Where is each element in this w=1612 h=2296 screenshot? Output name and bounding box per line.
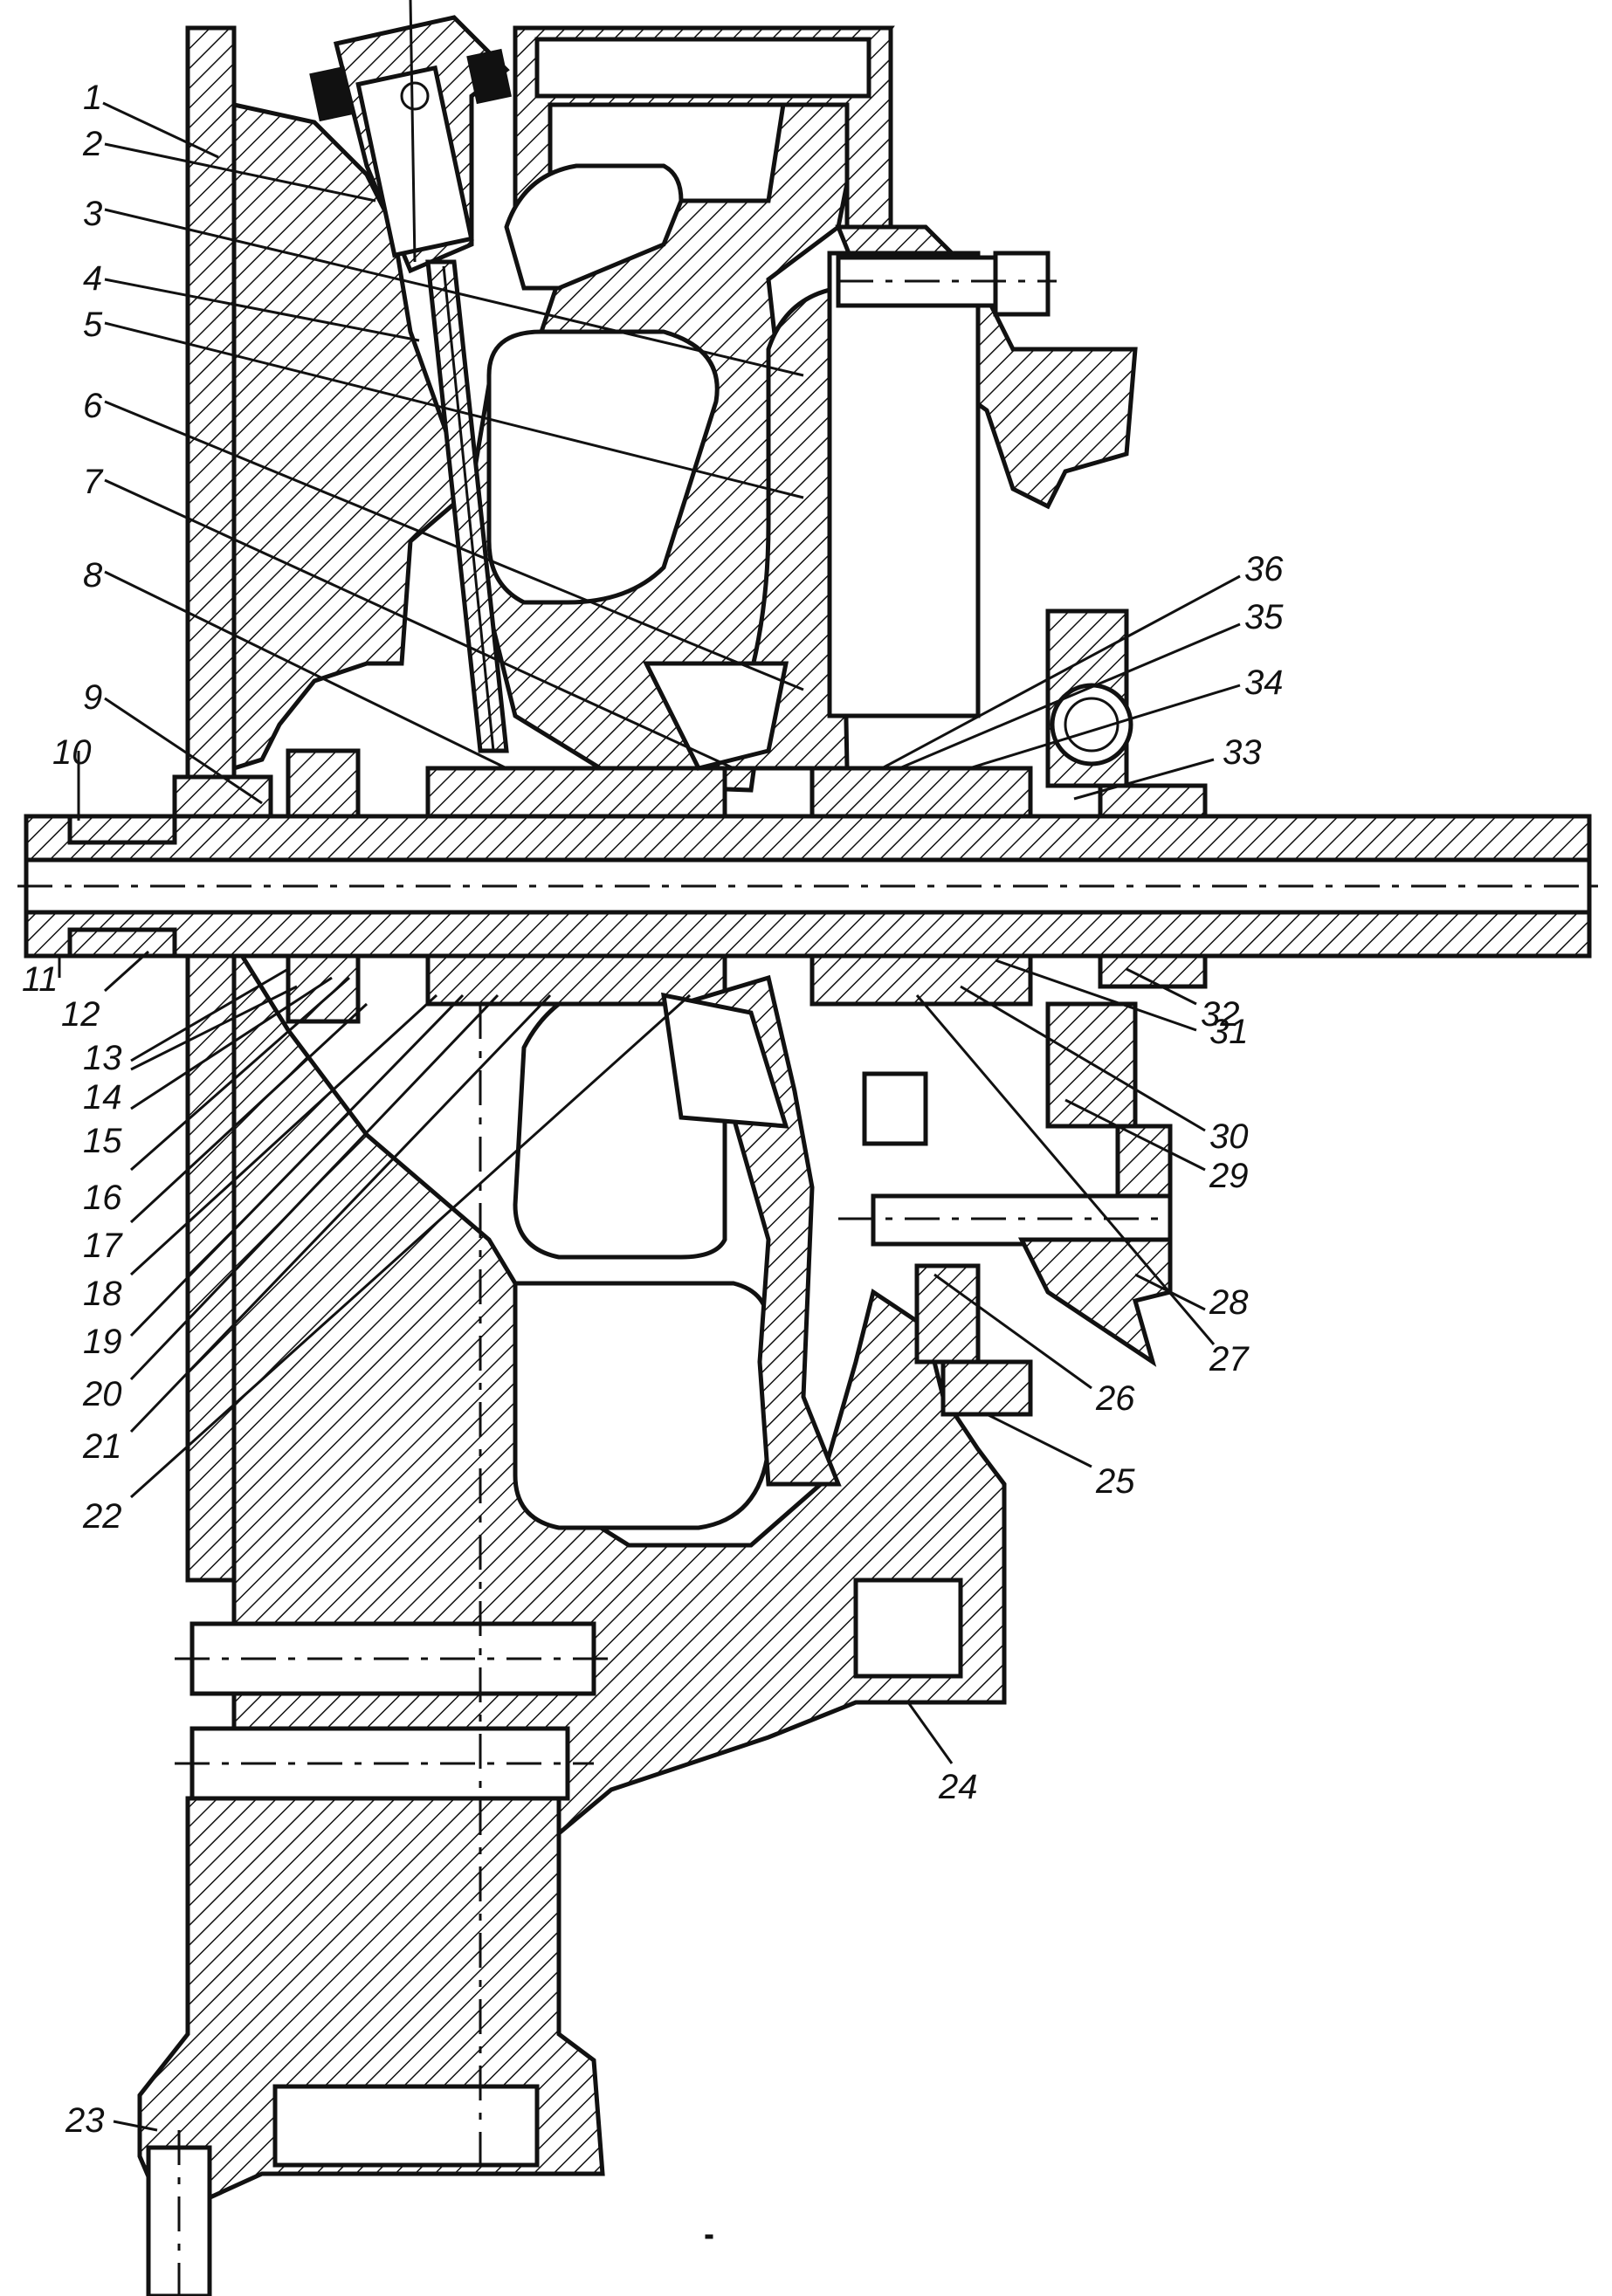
callout-label: 22: [82, 1497, 122, 1536]
guide-vane-actuator: [309, 0, 512, 753]
callout-label: 8: [83, 556, 103, 595]
callout-label: 11: [22, 960, 59, 999]
callout-label: 17: [83, 1227, 123, 1265]
housing: [137, 25, 1138, 2221]
callout-label: 29: [1209, 1157, 1249, 1195]
callout-label: 25: [1095, 1462, 1135, 1501]
callout-label: 7: [83, 463, 104, 501]
callout-label: 15: [83, 1122, 122, 1160]
callout-label: 23: [65, 2101, 105, 2140]
callout-label: 1: [83, 79, 102, 117]
callout-label: 27: [1209, 1340, 1250, 1378]
bolts: [146, 251, 1170, 2296]
leader-lines: [58, 101, 804, 2132]
callout-label: 2: [82, 125, 102, 163]
callout-label: 5: [83, 306, 103, 344]
side-mechanism: [827, 251, 1173, 1679]
impeller: [642, 285, 850, 1487]
callout-label: 19: [83, 1323, 122, 1361]
callout-labels-right: 36 35 34 33 32 31 30 29 28 27 26 25 24: [938, 550, 1284, 1806]
callout-labels-left: 1 2 3 4 5 6 7 8 9 10 11 12 13 14 15 16 1…: [22, 79, 123, 2140]
callout-label: 24: [938, 1768, 978, 1806]
callout-label: 10: [52, 733, 92, 772]
callout-label: 12: [61, 995, 100, 1034]
callout-label: 35: [1244, 598, 1284, 636]
dot-mark: [705, 2234, 713, 2239]
callout-label: 6: [83, 387, 103, 425]
callout-label: 33: [1223, 733, 1262, 772]
callout-label: 4: [83, 259, 102, 298]
callout-label: 28: [1209, 1283, 1249, 1322]
callout-label: 34: [1244, 663, 1284, 702]
callout-label: 32: [1201, 995, 1240, 1034]
callout-label: 9: [83, 678, 102, 717]
callout-label: 3: [83, 195, 102, 233]
shaft-seals: [67, 748, 1208, 1024]
leader-lines-right: [881, 574, 1241, 1764]
callout-label: 26: [1095, 1379, 1135, 1418]
callout-label: 21: [82, 1427, 122, 1466]
callout-label: 30: [1209, 1117, 1249, 1156]
callout-label: 18: [83, 1275, 122, 1313]
main-shaft: [17, 814, 1598, 959]
callout-label: 16: [83, 1179, 122, 1217]
callout-label: 36: [1244, 550, 1284, 588]
callout-label: 31: [1209, 1013, 1249, 1051]
callout-label: 13: [83, 1039, 122, 1077]
callout-label: 20: [82, 1375, 122, 1413]
callout-label: 14: [83, 1078, 122, 1117]
